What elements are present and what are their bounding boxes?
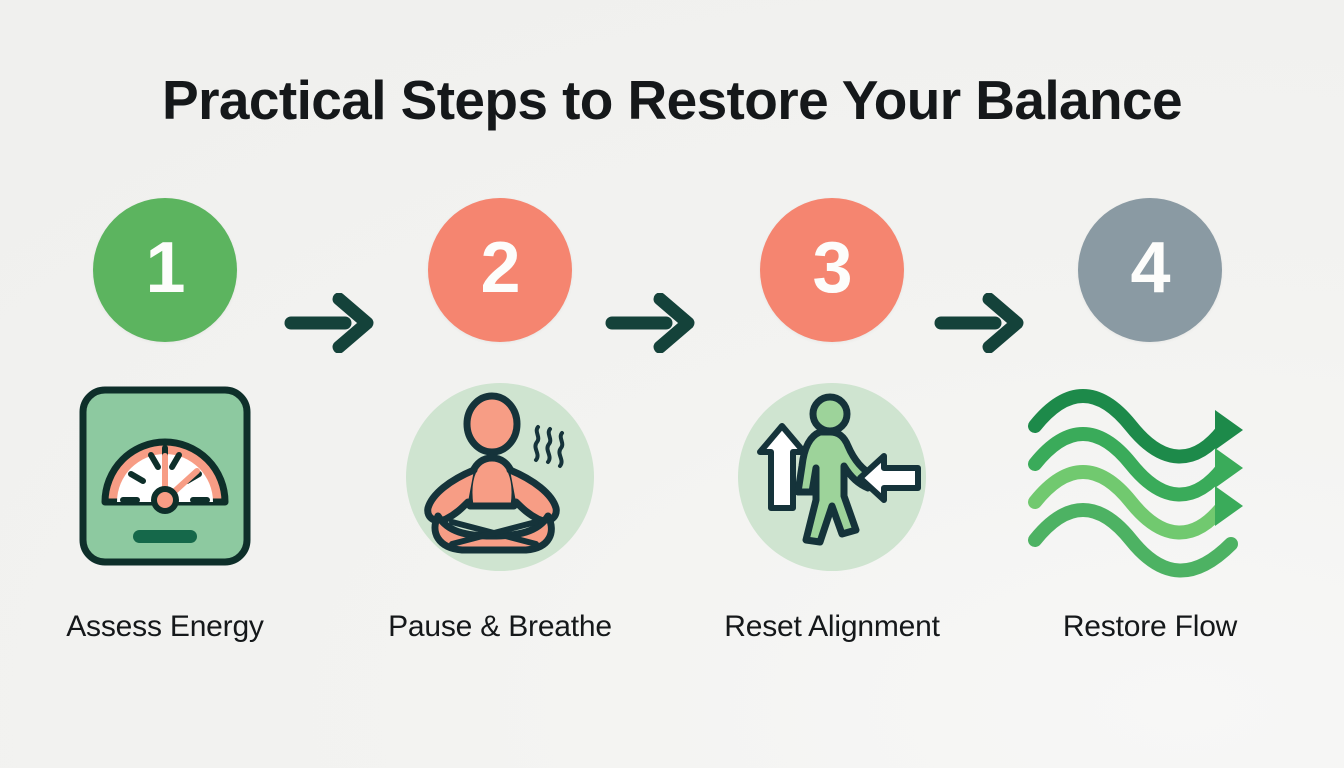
step-label-3: Reset Alignment [724, 610, 940, 643]
connector-arrow-3-to-4 [933, 292, 1029, 354]
step-column-2: 2 [370, 198, 630, 644]
arrow-left-icon [857, 453, 921, 503]
step-label-1: Assess Energy [66, 610, 264, 643]
step-number-badge-1: 1 [93, 198, 237, 342]
step-label-4: Restore Flow [1062, 610, 1238, 643]
step-number-3: 3 [812, 228, 852, 308]
flow-waves-icon [1028, 382, 1250, 578]
step-label-2: Pause & Breathe [388, 610, 612, 643]
page-title: Practical Steps to Restore Your Balance [162, 69, 1183, 131]
arrow-right-icon [605, 292, 695, 354]
step-column-3: 3 Reset Alignment [702, 198, 962, 644]
step-number-badge-3: 3 [760, 198, 904, 342]
step-number-1: 1 [145, 228, 185, 308]
step-column-4: 4 Restore Flow [1020, 198, 1280, 644]
step-column-1: 1 [35, 198, 295, 644]
meditation-lotus-icon [400, 382, 600, 572]
connector-arrow-2-to-3 [604, 292, 700, 354]
energy-gauge-icon [65, 382, 265, 572]
step-number-2: 2 [480, 228, 520, 308]
walking-person-alignment-icon [732, 382, 932, 572]
arrow-right-icon [934, 292, 1024, 354]
step-number-badge-2: 2 [428, 198, 572, 342]
connector-arrow-1-to-2 [283, 292, 379, 354]
arrow-up-icon [757, 423, 807, 511]
step-number-badge-4: 4 [1078, 198, 1222, 342]
arrow-right-icon [284, 292, 374, 354]
step-number-4: 4 [1130, 228, 1170, 308]
